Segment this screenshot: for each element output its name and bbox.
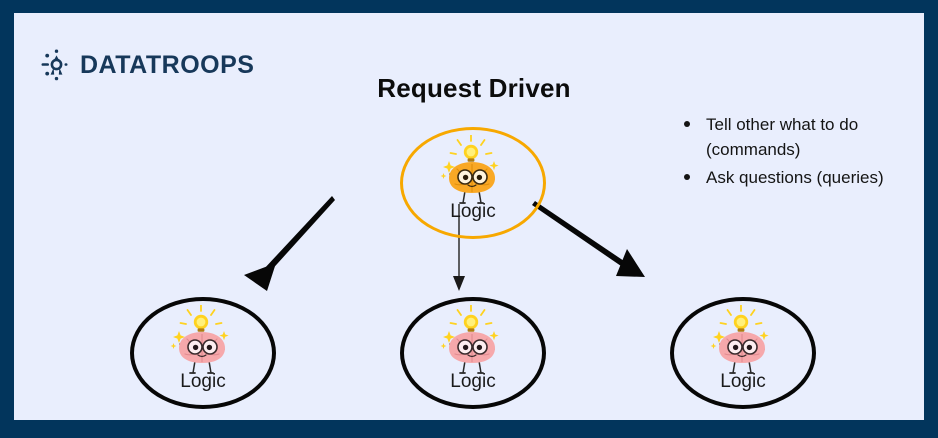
node-outline <box>670 297 816 409</box>
node-bottom-center[interactable]: Logic <box>400 297 546 409</box>
node-outline <box>400 127 546 239</box>
brain-character-icon <box>440 305 499 374</box>
node-label: Logic <box>450 201 496 222</box>
bullet-dot-icon <box>684 174 690 181</box>
node-outline <box>130 297 276 409</box>
logo-wordmark: DATATROOPS <box>80 50 255 79</box>
arrow-to-right-node <box>532 201 645 277</box>
bullet-list: Tell other what to do (commands) Ask que… <box>664 113 938 195</box>
node-label: Logic <box>720 371 766 392</box>
list-item-label: Tell other what to do (commands) <box>706 115 859 159</box>
node-bottom-right[interactable]: Logic <box>670 297 816 409</box>
slide-panel: DATATROOPS Request Driven Tell other wha… <box>14 13 924 420</box>
node-bottom-left[interactable]: Logic <box>130 297 276 409</box>
brand-logo: DATATROOPS <box>40 48 254 82</box>
node-top[interactable]: Logic <box>400 127 546 239</box>
node-label: Logic <box>180 371 226 392</box>
bullet-dot-icon <box>684 121 690 127</box>
node-network-icon <box>41 49 68 81</box>
list-item-label: Ask questions (queries) <box>706 168 884 188</box>
node-label: Logic <box>450 371 496 392</box>
arrow-to-left-node <box>244 196 335 291</box>
node-outline <box>400 297 546 409</box>
brain-character-icon <box>710 305 769 374</box>
brain-character-icon <box>170 305 229 374</box>
brain-character-icon <box>440 135 499 204</box>
page-title: Request Driven <box>377 73 571 103</box>
list-item: Ask questions (queries) <box>684 166 938 191</box>
list-item: Tell other what to do (commands) <box>684 113 938 162</box>
